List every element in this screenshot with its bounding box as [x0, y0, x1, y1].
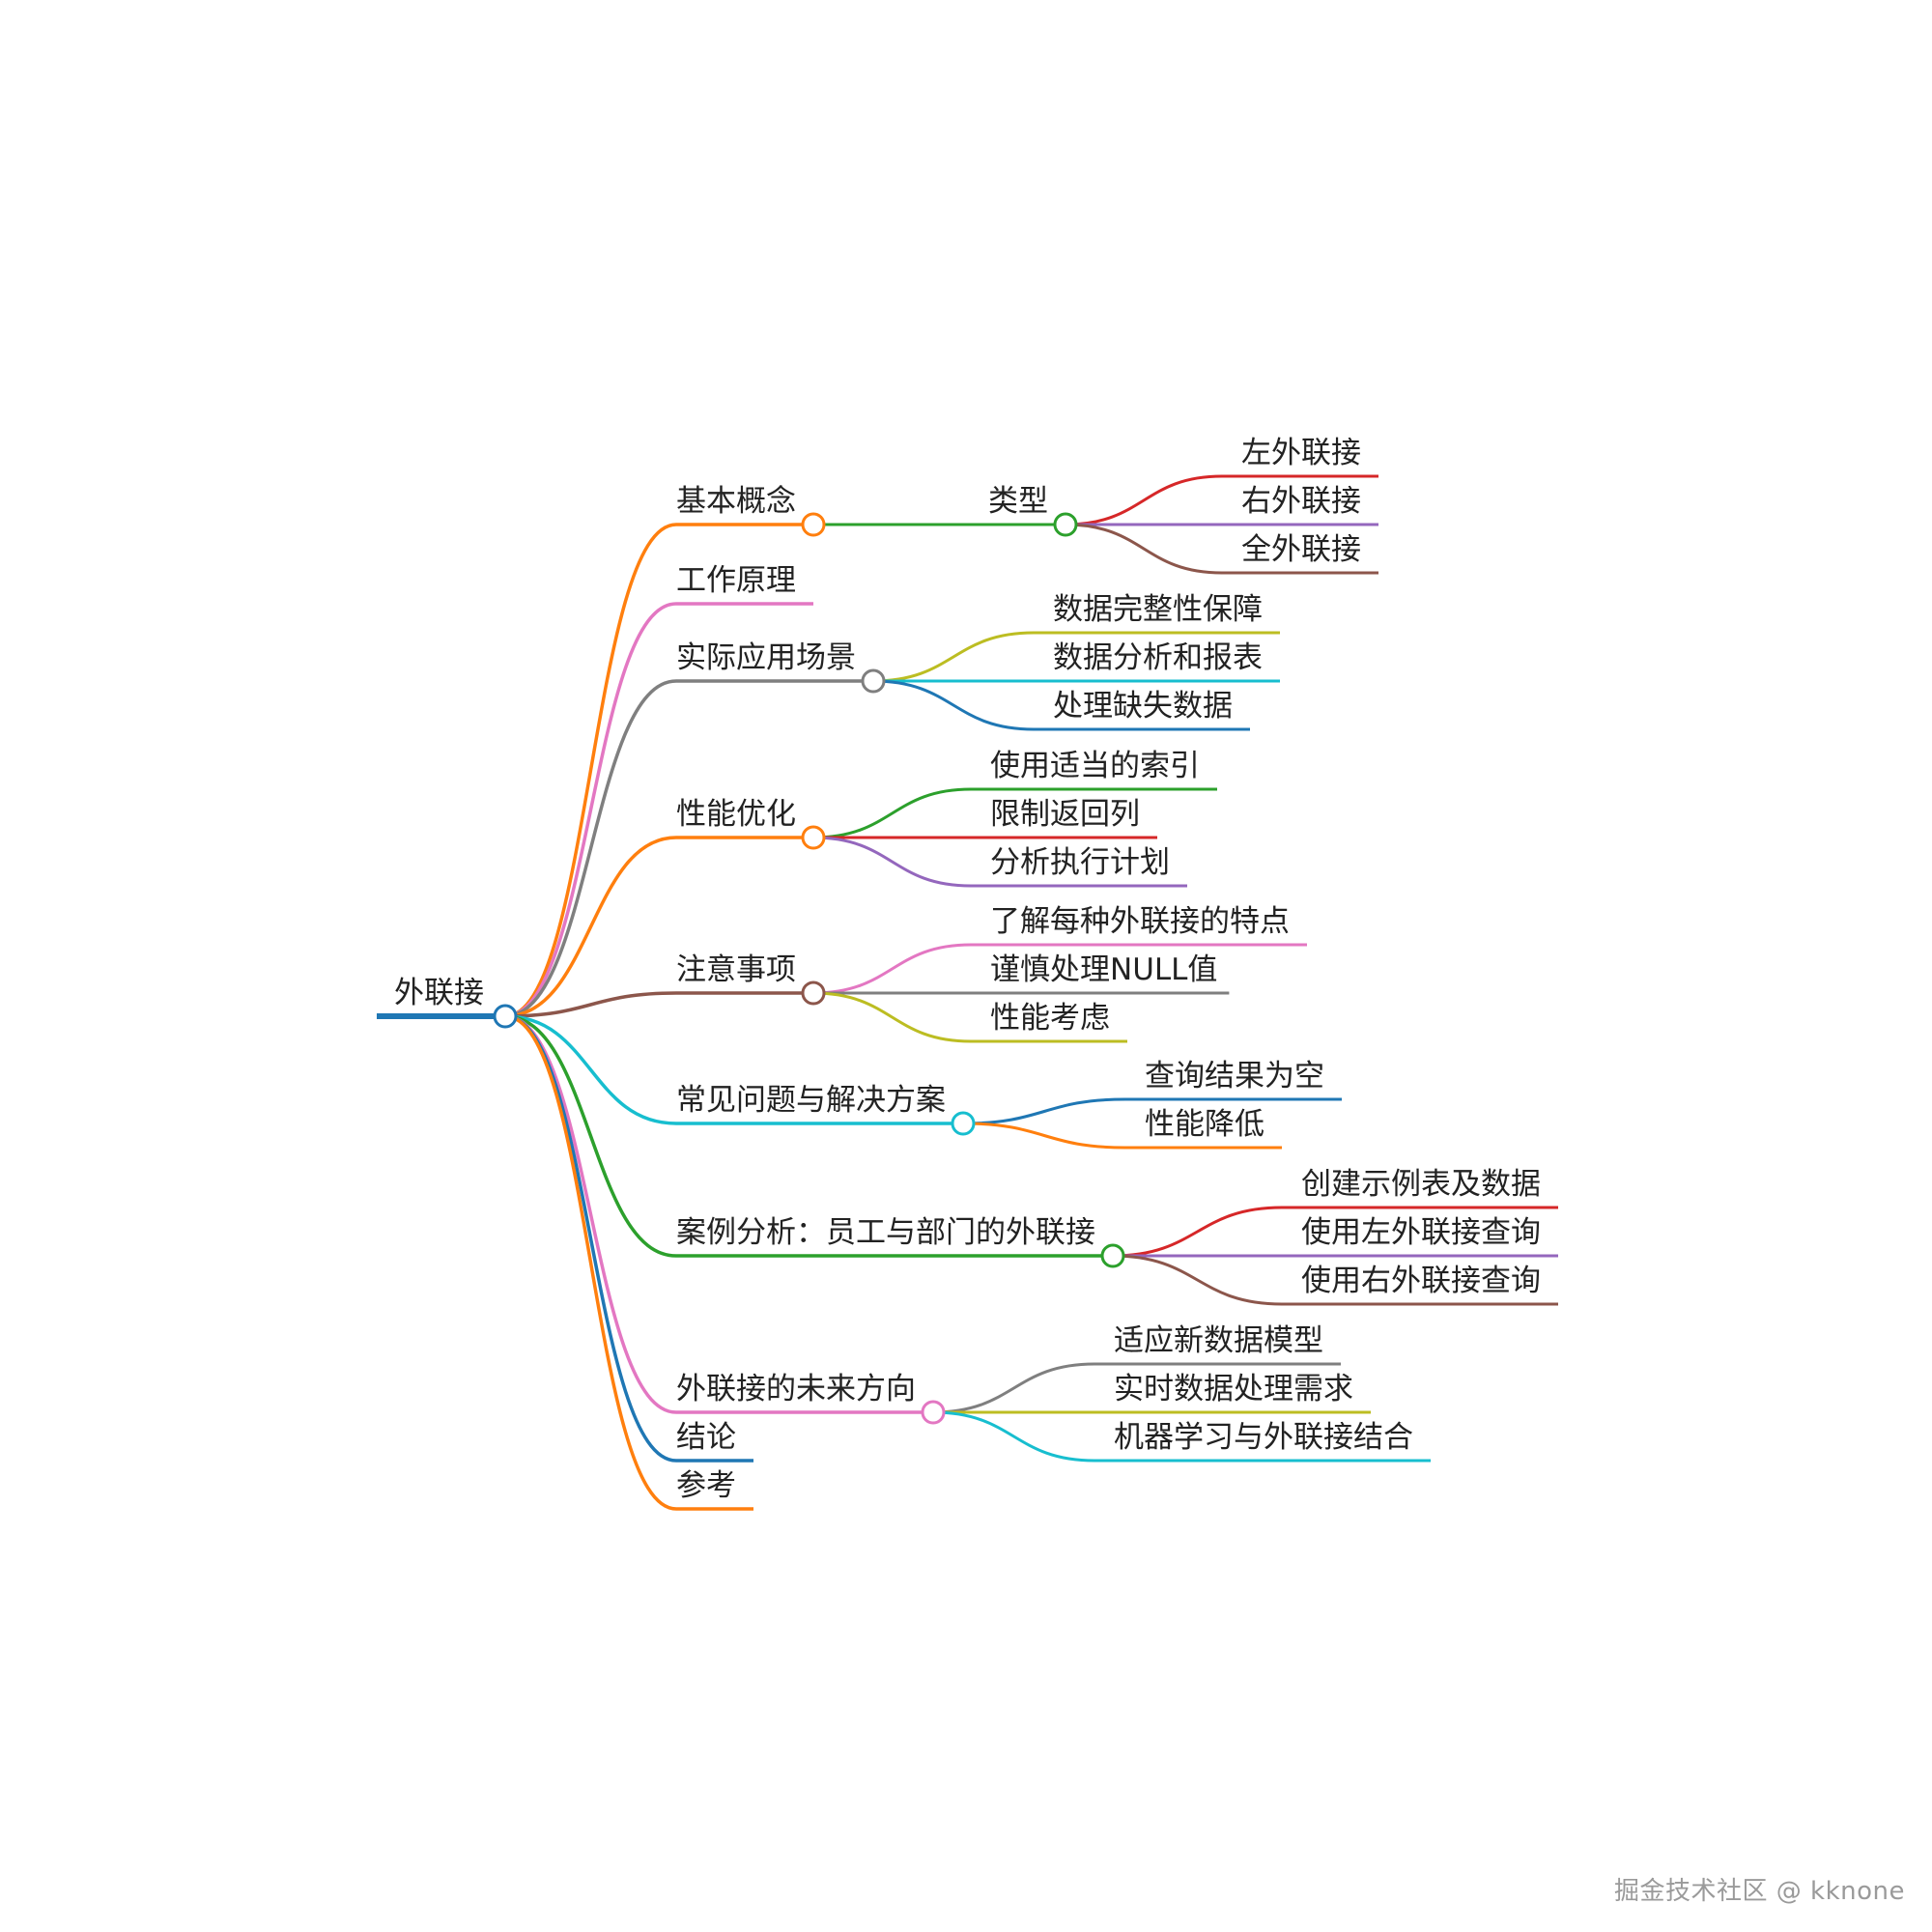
branch-label-8: 外联接的未来方向 — [676, 1372, 916, 1406]
branch-node-circle-1 — [801, 512, 826, 537]
branch-label-10: 参考 — [676, 1468, 736, 1503]
leaf-label-5-2: 谨慎处理NULL值 — [990, 952, 1217, 987]
leaf-label-6-2: 性能降低 — [1145, 1107, 1264, 1142]
leaf-connector-7-3 — [1112, 1254, 1283, 1306]
leaf-label-8-3: 机器学习与外联接结合 — [1114, 1420, 1413, 1455]
branch-connector-5 — [504, 991, 677, 1018]
leaf-connector-8-3 — [932, 1410, 1095, 1463]
branch-label-5: 注意事项 — [676, 952, 796, 987]
leaf-label-4-1: 使用适当的索引 — [990, 749, 1200, 783]
branch-connector-6 — [504, 1014, 677, 1125]
leaf-label-6-1: 查询结果为空 — [1145, 1059, 1324, 1094]
watermark: 掘金技术社区 @ kknone — [1613, 1877, 1905, 1906]
leaf-label-3-1: 数据完整性保障 — [1053, 592, 1263, 627]
leaf-label-8-2: 实时数据处理需求 — [1114, 1372, 1353, 1406]
leaf-connector-6-1 — [962, 1097, 1126, 1125]
branch-node-circle-3 — [861, 668, 886, 694]
leaf-label-3-2: 数据分析和报表 — [1053, 640, 1263, 675]
branch-node-circle-6 — [951, 1111, 976, 1136]
leaf-label-7-1: 创建示例表及数据 — [1301, 1167, 1541, 1202]
branch-label-1: 基本概念 — [676, 484, 796, 519]
leaf-connector-7-1 — [1112, 1206, 1283, 1258]
leaf-label-8-1: 适应新数据模型 — [1114, 1323, 1323, 1358]
leaf-connector-6-2 — [962, 1122, 1126, 1150]
branch-node-circle-7 — [1100, 1243, 1125, 1268]
branch-connector-3 — [504, 679, 677, 1018]
root-node-circle — [493, 1004, 518, 1029]
leaf-connector-8-1 — [932, 1362, 1095, 1414]
leaf-label-5-1: 了解每种外联接的特点 — [990, 904, 1290, 939]
branch-label-3: 实际应用场景 — [676, 640, 856, 675]
leaf-connector-3-1 — [872, 631, 1035, 683]
type-label: 类型 — [988, 484, 1048, 519]
leaf-connector-3-3 — [872, 679, 1035, 731]
branch-label-2: 工作原理 — [676, 563, 796, 598]
leaf-connector-4-3 — [812, 836, 972, 888]
branch-label-4: 性能优化 — [676, 797, 796, 832]
branch-node-circle-4 — [801, 825, 826, 850]
branch-connector-8 — [504, 1014, 677, 1414]
branch-connector-4 — [504, 836, 677, 1018]
branch-label-6: 常见问题与解决方案 — [676, 1083, 946, 1118]
leaf-label-7-2: 使用左外联接查询 — [1301, 1215, 1541, 1250]
branch-connector-2 — [504, 602, 677, 1018]
type-leaf-connector-3 — [1065, 523, 1223, 575]
branch-connector-9 — [504, 1014, 677, 1463]
leaf-connector-5-3 — [812, 991, 972, 1043]
type-leaf-connector-1 — [1065, 474, 1223, 526]
type-node-circle — [1053, 512, 1078, 537]
type-leaf-label-2: 右外联接 — [1241, 484, 1361, 519]
leaf-label-5-3: 性能考虑 — [990, 1001, 1110, 1036]
type-leaf-label-3: 全外联接 — [1241, 532, 1361, 567]
branch-label-9: 结论 — [676, 1420, 736, 1455]
branch-label-7: 案例分析：员工与部门的外联接 — [676, 1215, 1095, 1250]
branch-connector-7 — [504, 1014, 677, 1258]
branch-connector-10 — [504, 1014, 677, 1511]
type-leaf-label-1: 左外联接 — [1241, 436, 1361, 470]
leaf-label-3-3: 处理缺失数据 — [1053, 689, 1233, 724]
leaf-label-4-3: 分析执行计划 — [990, 845, 1170, 880]
root-label: 外联接 — [394, 976, 484, 1010]
branch-node-circle-8 — [921, 1400, 946, 1425]
leaf-label-4-2: 限制返回列 — [990, 797, 1140, 832]
leaf-connector-4-1 — [812, 787, 972, 839]
leaf-connector-5-1 — [812, 943, 972, 995]
leaf-label-7-3: 使用右外联接查询 — [1301, 1264, 1541, 1298]
branch-node-circle-5 — [801, 980, 826, 1006]
branch-connector-1 — [504, 523, 677, 1018]
